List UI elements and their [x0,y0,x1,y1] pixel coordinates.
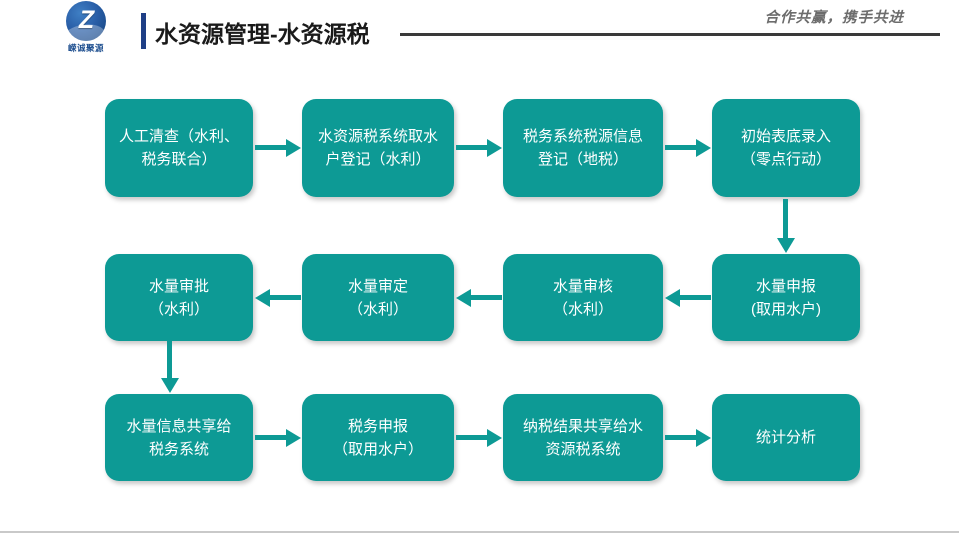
flow-arrow-row1-col1-to-col2 [255,138,301,157]
flow-arrow-row3-col3-to-col4 [665,428,711,447]
flow-node-row1-col2[interactable]: 水资源税系统取水 户登记（水利） [302,99,454,197]
flow-arrow-row3-col1-to-col2 [255,428,301,447]
flow-arrow-row1-col2-to-col3 [456,138,502,157]
flow-arrow-row2-col3-to-col2 [456,288,502,307]
flow-node-row2-col3[interactable]: 水量审核 （水利） [503,254,663,341]
flow-node-row2-col1[interactable]: 水量审批 （水利） [105,254,253,341]
arrowhead-icon [286,428,301,447]
flow-arrow-row2-col1-to-row3-col1 [160,341,179,393]
title-divider-line [400,33,940,36]
header-tagline: 合作共赢，携手共进 [764,10,904,26]
flow-node-row1-col1[interactable]: 人工清查（水利、 税务联合） [105,99,253,197]
page-header: Z 嵘诚聚源 水资源管理-水资源税 合作共赢，携手共进 [0,0,959,62]
flow-node-row2-col4[interactable]: 水量申报 (取用水户) [712,254,860,341]
arrowhead-icon [286,138,301,157]
flow-arrow-row1-col3-to-col4 [665,138,711,157]
arrowhead-icon [487,138,502,157]
logo-emblem-icon: Z [66,1,106,41]
flow-arrow-row1-col4-to-row2-col4 [776,199,795,253]
arrowhead-icon [160,378,179,393]
flow-node-row3-col4[interactable]: 统计分析 [712,394,860,481]
logo-wordmark: 嵘诚聚源 [67,43,104,53]
arrowhead-icon [487,428,502,447]
logo-letter: Z [78,6,94,34]
arrowhead-icon [776,238,795,253]
flow-arrow-row2-col2-to-col1 [255,288,301,307]
flow-node-row2-col2[interactable]: 水量审定 （水利） [302,254,454,341]
page-title: 水资源管理-水资源税 [155,21,370,47]
title-accent-bar [141,13,146,49]
footer-divider [0,531,959,533]
arrowhead-icon [696,138,711,157]
flow-node-row1-col4[interactable]: 初始表底录入 （零点行动） [712,99,860,197]
flow-node-row1-col3[interactable]: 税务系统税源信息 登记（地税） [503,99,663,197]
arrowhead-icon [456,288,471,307]
arrowhead-icon [696,428,711,447]
arrowhead-icon [255,288,270,307]
company-logo: Z 嵘诚聚源 [52,1,120,57]
flow-arrow-row3-col2-to-col3 [456,428,502,447]
flow-node-row3-col2[interactable]: 税务申报 （取用水户） [302,394,454,481]
flow-arrow-row2-col4-to-col3 [665,288,711,307]
flow-node-row3-col3[interactable]: 纳税结果共享给水 资源税系统 [503,394,663,481]
flow-node-row3-col1[interactable]: 水量信息共享给 税务系统 [105,394,253,481]
arrowhead-icon [665,288,680,307]
